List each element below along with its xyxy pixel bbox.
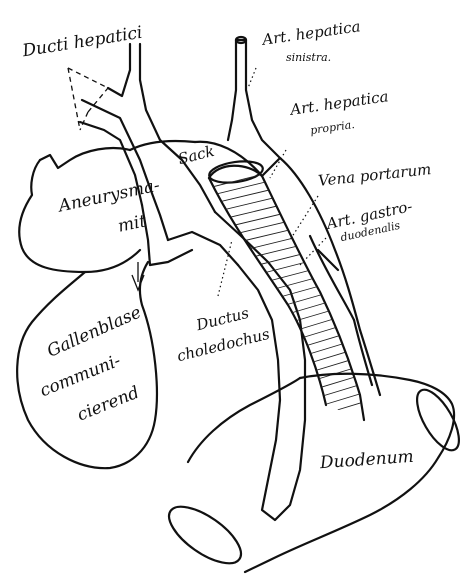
ductus-choledochus-outline [80, 44, 305, 520]
art-hepatica-sinistra-vessel [228, 37, 280, 158]
duodenum-outline [160, 374, 467, 574]
label-art-hepatica-sinistra-2: sinistra. [286, 52, 331, 63]
ducti-hepatici-leaders [68, 68, 108, 130]
